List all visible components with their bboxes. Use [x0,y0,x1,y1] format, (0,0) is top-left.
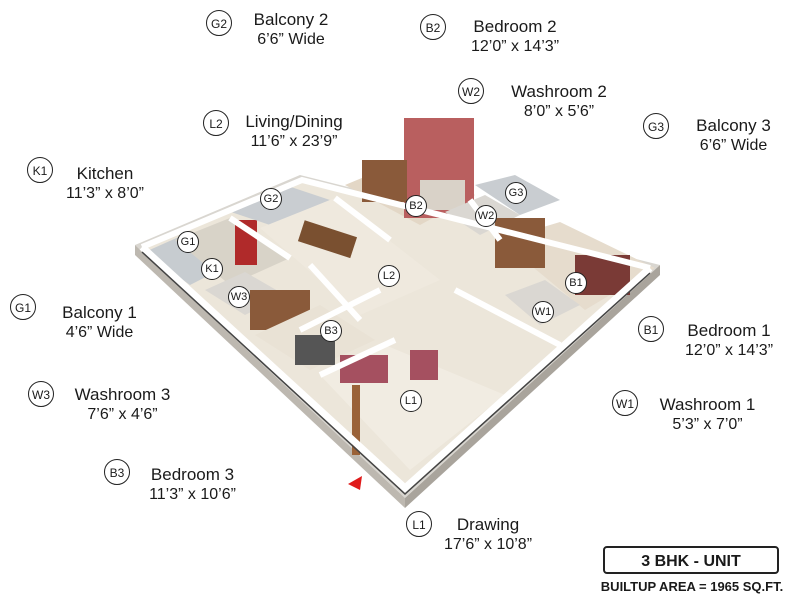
label-washroom-2: Washroom 2 8’0” x 5’6” [494,81,624,122]
plan-badge-b1: B1 [565,272,587,294]
plan-badge-w2: W2 [475,205,497,227]
entry-door [352,385,360,455]
badge-b3: B3 [104,459,130,485]
plan-base-side-right [405,265,660,508]
plan-badge-g2: G2 [260,188,282,210]
entry-arrow-icon [348,476,362,490]
outer-wall-edge [141,251,651,496]
room-dimension: 12’0” x 14’3” [470,38,560,56]
badge-l2: L2 [203,110,229,136]
plan-badge-l1: L1 [400,390,422,412]
label-balcony-3: Balcony 3 6’6” Wide [676,115,791,156]
badge-l1: L1 [406,511,432,537]
room-name: Drawing [456,515,520,534]
room-dimension: 6’6” Wide [699,137,768,155]
plan-badge-g3: G3 [505,182,527,204]
room-name: Balcony 2 [253,10,329,29]
plan-badge-b2: B2 [405,195,427,217]
room-dimension: 5’3” x 7’0” [672,416,743,434]
builtup-area: BUILTUP AREA = 1965 SQ.FT. [600,579,784,594]
room-dimension: 11’6” x 23’9” [250,133,338,151]
label-washroom-3: Washroom 3 7’6” x 4’6” [60,384,185,425]
plan-base-side [135,245,405,508]
label-washroom-1: Washroom 1 5’3” x 7’0” [645,394,770,435]
plan-badge-w1: W1 [532,301,554,323]
bedroom-2-bed [420,180,465,210]
plan-badge-g1: G1 [177,231,199,253]
badge-g2: G2 [206,10,232,36]
label-balcony-2: Balcony 2 6’6” Wide [236,9,346,50]
room-name: Balcony 3 [696,116,771,135]
room-name: Balcony 1 [62,303,137,322]
bedroom-1-wardrobe [495,218,545,268]
room-name: Bedroom 2 [473,17,557,36]
interior-walls [140,176,651,378]
badge-b2: B2 [420,14,446,40]
outer-wall [139,244,653,493]
badge-g1: G1 [10,294,36,320]
badge-w1: W1 [612,390,638,416]
badge-k1: K1 [27,157,53,183]
room-name: Kitchen [76,164,134,183]
badge-w2: W2 [458,78,484,104]
room-dimension: 17’6” x 10’8” [443,536,533,554]
label-kitchen: Kitchen 11’3” x 8’0” [45,163,165,204]
kitchen-floor [175,218,290,285]
room-dimension: 8’0” x 5’6” [523,103,595,121]
room-name: Washroom 2 [511,82,607,101]
label-living-dining: Living/Dining 11’6” x 23’9” [229,111,359,152]
label-balcony-1: Balcony 1 4’6” Wide [42,302,157,343]
room-dimension: 11’3” x 8’0” [66,185,144,203]
room-dimension: 7’6” x 4’6” [87,406,158,424]
room-dimension: 6’6” Wide [257,31,325,49]
room-name: Washroom 1 [659,395,756,414]
sofa-2 [410,350,438,380]
dining-table [297,220,358,259]
plan-badge-k1: K1 [201,258,223,280]
plan-badge-w3: W3 [228,286,250,308]
room-dimension: 12’0” x 14’3” [684,342,774,360]
room-dimension: 11’3” x 10’6” [149,486,236,504]
room-name: Living/Dining [245,112,343,131]
unit-type-box: 3 BHK - UNIT [603,546,779,574]
label-bedroom-3: Bedroom 3 11’3” x 10’6” [130,464,255,505]
label-drawing: Drawing 17’6” x 10’8” [428,514,548,555]
room-name: Bedroom 1 [687,321,771,340]
badge-b1: B1 [638,316,664,342]
plan-badge-b3: B3 [320,320,342,342]
label-bedroom-1: Bedroom 1 12’0” x 14’3” [664,320,794,361]
room-name: Washroom 3 [74,385,171,404]
plan-badge-l2: L2 [378,265,400,287]
badge-w3: W3 [28,381,54,407]
room-name: Bedroom 3 [150,465,235,484]
room-dimension: 4’6” Wide [65,324,134,342]
badge-g3: G3 [643,113,669,139]
label-bedroom-2: Bedroom 2 12’0” x 14’3” [450,16,580,57]
